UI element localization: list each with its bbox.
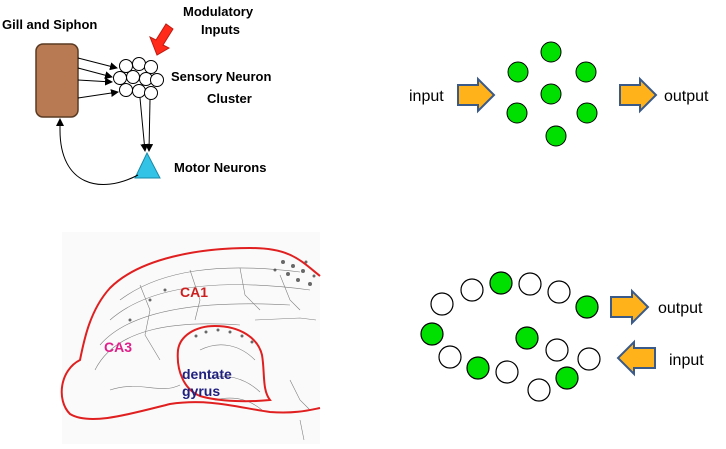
- red-arrow-icon: [149, 23, 174, 56]
- motor-neuron-triangle: [134, 151, 161, 179]
- modulatory-label-line1: Modulatory: [183, 4, 254, 19]
- gill-siphon-box: [35, 43, 79, 118]
- rec-input-arrow-icon: [616, 339, 656, 377]
- recurrent-neuron-ring: [420, 271, 601, 402]
- gill-to-sensory-arrows: [77, 57, 119, 99]
- ff-neuron-cluster: [506, 41, 598, 147]
- hippocampus-dense-cells: [128, 260, 316, 344]
- hippocampus-sketch-background: [62, 232, 320, 444]
- hippocampus-stipple: [94, 267, 317, 441]
- aplysia-circuit-panel: Gill and Siphon Modulatory Inputs Sensor…: [2, 4, 271, 185]
- ff-output-arrow-icon: [619, 76, 658, 114]
- sensory-neuron-cluster: [113, 57, 164, 100]
- rec-output-arrow-icon: [610, 288, 650, 326]
- ff-output-label: output: [664, 88, 709, 105]
- ca1-label: CA1: [180, 284, 208, 300]
- recurrent-panel: output input: [420, 271, 704, 402]
- modulatory-label-line2: Inputs: [201, 22, 240, 37]
- feedforward-panel: input output: [409, 41, 709, 147]
- hippocampus-panel: CA1 CA3 dentate gyrus: [60, 232, 321, 444]
- rec-input-label: input: [669, 352, 704, 369]
- dentate-label-line2: gyrus: [182, 383, 220, 399]
- gill-siphon-label: Gill and Siphon: [2, 17, 97, 32]
- motor-feedback-arrow: [56, 118, 139, 185]
- dentate-label-line1: dentate: [182, 366, 232, 382]
- rec-output-label: output: [658, 300, 703, 317]
- sensory-label-line2: Cluster: [207, 91, 252, 106]
- ca3-label: CA3: [104, 339, 132, 355]
- ff-input-arrow-icon: [457, 76, 496, 114]
- motor-neurons-label: Motor Neurons: [174, 160, 266, 175]
- sensory-label-line1: Sensory Neuron: [171, 69, 271, 84]
- dentate-gyrus-outline: [176, 324, 272, 403]
- ff-input-label: input: [409, 88, 444, 105]
- sensory-to-motor-arrows: [139, 97, 154, 152]
- hippocampus-outer-outline: [60, 246, 321, 420]
